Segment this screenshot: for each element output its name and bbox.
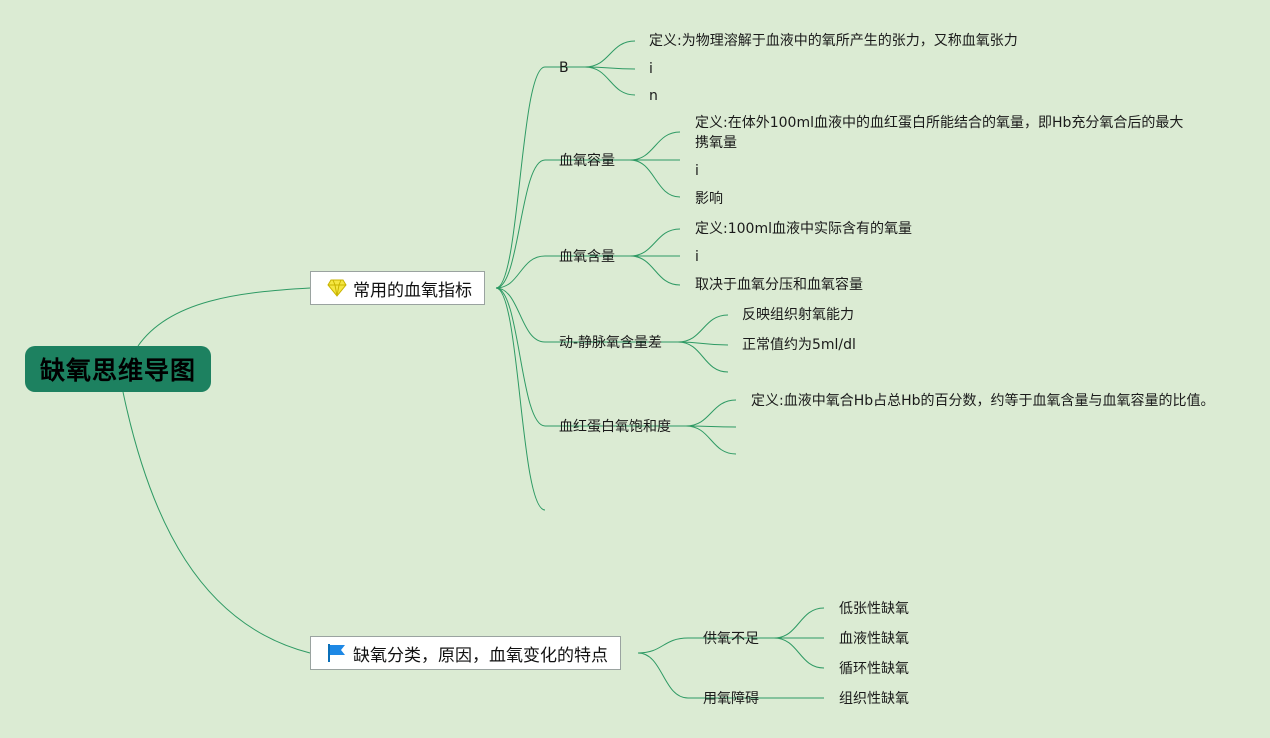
diamond-icon [327,277,349,299]
leaf-node[interactable]: 取决于血氧分压和血氧容量 [695,277,863,293]
leaf-node[interactable]: 影响 [695,191,723,207]
connector-line [629,131,681,161]
leaf-node[interactable]: 循环性缺氧 [839,661,909,677]
sub-node-oxygen-capacity[interactable]: 血氧容量 [559,153,615,169]
connector-line [584,40,636,68]
branch-label: 缺氧分类，原因，血氧变化的特点 [353,645,608,666]
leaf-node[interactable]: 正常值约为5ml/dl [742,337,856,353]
leaf-node[interactable]: n [649,88,658,104]
sub-node-b[interactable]: B [559,60,569,76]
connector-line [629,159,681,198]
connector-line [584,66,636,96]
leaf-node[interactable]: 低张性缺氧 [839,601,909,617]
leaf-node[interactable]: 定义:在体外100ml血液中的血红蛋白所能结合的氧量，即Hb充分氧合后的最大携氧… [695,115,1184,151]
branch-2-link [637,637,689,654]
connector-line [773,607,825,639]
root-node[interactable]: 缺氧思维导图 [25,346,211,392]
connector-line [773,637,825,669]
root-link-branch-2 [122,391,311,654]
branch-2-link [637,652,689,699]
flag-icon [327,642,349,664]
connector-line [677,341,729,373]
sub-node-av-oxygen-difference[interactable]: 动-静脉氧含量差 [559,335,663,351]
sub-node-oxygen-supply-insufficient[interactable]: 供氧不足 [703,631,759,647]
branch-1-link [495,66,546,289]
leaf-node[interactable]: 血液性缺氧 [839,631,909,647]
connector-line [685,399,737,427]
leaf-node[interactable]: 定义:100ml血液中实际含有的氧量 [695,221,912,237]
connector-line [629,228,681,257]
leaf-node[interactable]: 定义:血液中氧合Hb占总Hb的百分数，约等于血氧含量与血氧容量的比值。 [751,393,1215,409]
connector-line [677,314,729,343]
branch-node-blood-oxygen-indicators[interactable]: 常用的血氧指标 [310,271,485,305]
leaf-node[interactable]: 组织性缺氧 [839,691,909,707]
branch-1-link [495,287,546,343]
leaf-node[interactable]: 定义:为物理溶解于血液中的氧所产生的张力，又称血氧张力 [649,33,1018,49]
leaf-node[interactable]: i [649,61,653,77]
leaf-node[interactable]: i [695,163,699,179]
root-link-branch-1 [137,287,311,347]
leaf-node[interactable]: 反映组织射氧能力 [742,307,854,323]
leaf-node[interactable]: i [695,249,699,265]
branch-1-link [495,159,546,289]
branch-1-link [495,287,546,427]
branch-1-link [495,287,546,511]
sub-node-oxygen-content[interactable]: 血氧含量 [559,249,615,265]
branch-1-link [495,255,546,289]
sub-node-oxygen-utilization-disorder[interactable]: 用氧障碍 [703,691,759,707]
branch-label: 常用的血氧指标 [353,280,472,301]
branch-node-hypoxia-classification[interactable]: 缺氧分类，原因，血氧变化的特点 [310,636,621,670]
connector-line [685,425,737,455]
connector-line [629,255,681,286]
sub-node-hemoglobin-saturation[interactable]: 血红蛋白氧饱和度 [559,419,671,435]
